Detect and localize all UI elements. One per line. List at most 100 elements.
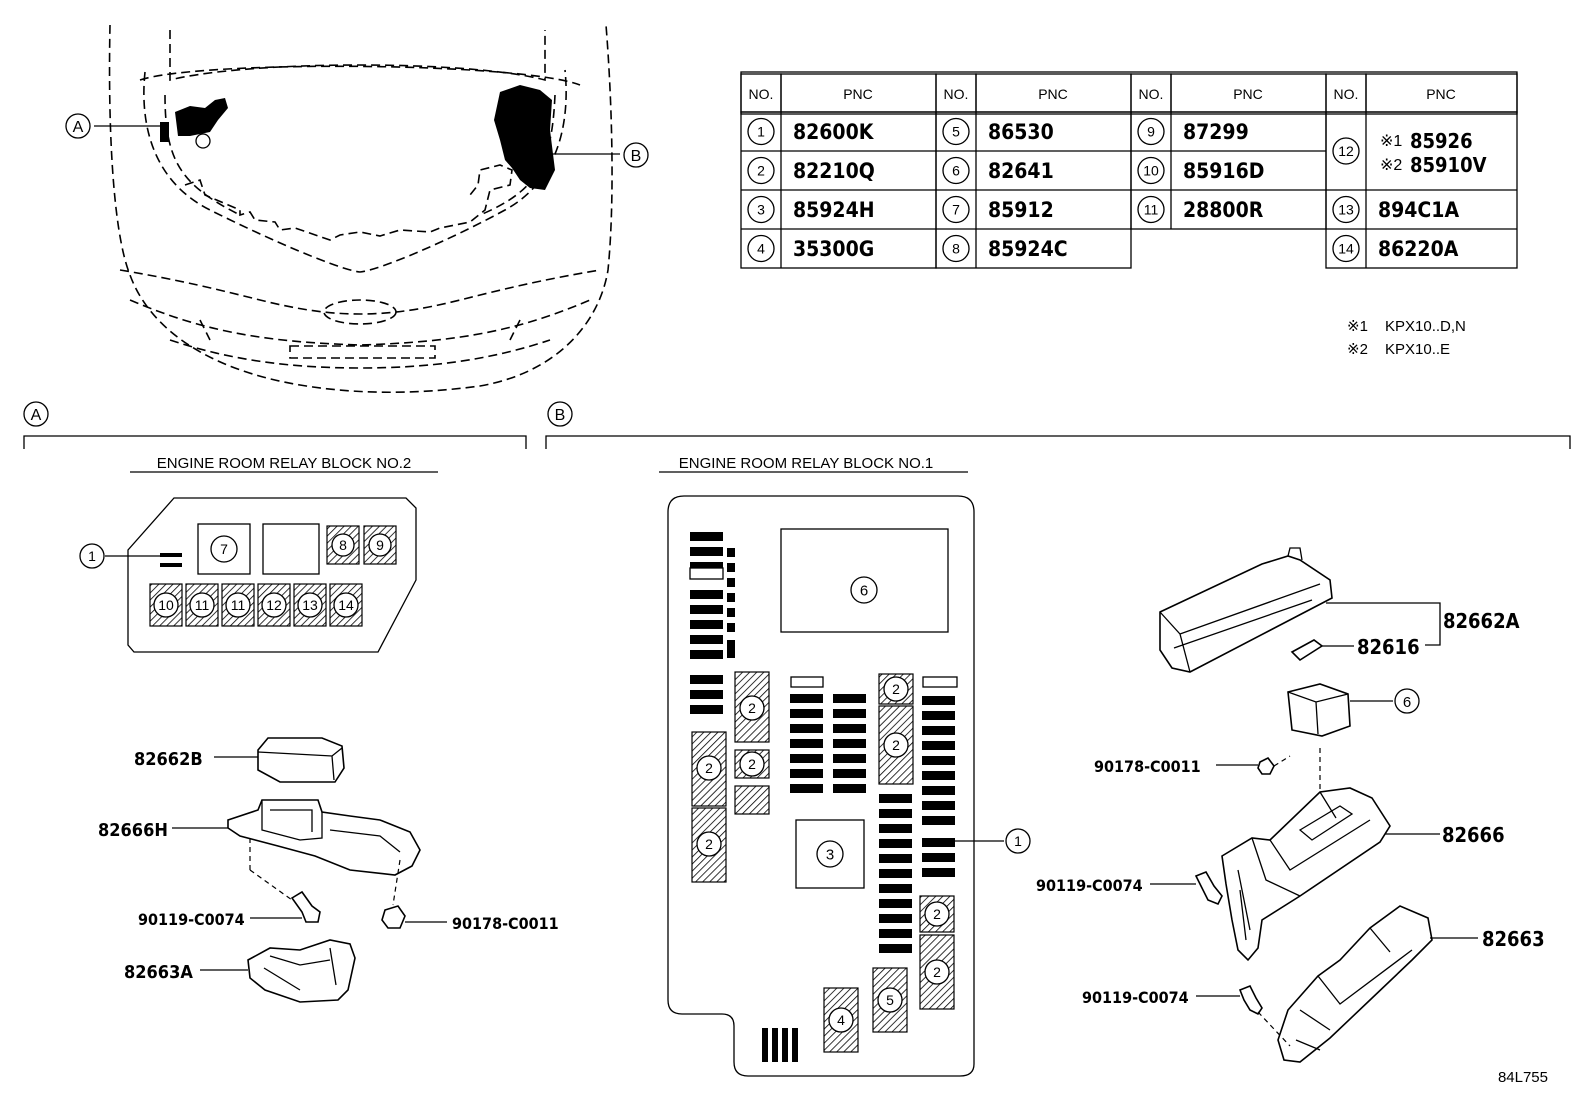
svg-text:4: 4 (837, 1012, 845, 1028)
table-no-4: 4 (747, 234, 775, 263)
svg-text:7: 7 (220, 541, 228, 557)
fuse-bar (790, 784, 823, 793)
block-a-label-11: 11 (225, 592, 251, 618)
table-no-2: 2 (747, 156, 775, 185)
svg-text:PNC: PNC (1426, 86, 1456, 102)
fuse-bar (833, 784, 866, 793)
relay-block-a-location (175, 98, 228, 136)
svg-text:ENGINE ROOM RELAY BLOCK NO.1: ENGINE ROOM RELAY BLOCK NO.1 (679, 455, 934, 472)
table-pnc-87299: 87299 (1183, 120, 1249, 144)
svg-text:2: 2 (892, 681, 900, 697)
svg-text:3: 3 (826, 846, 834, 863)
block-b-label-4: 4 (828, 1007, 854, 1033)
figure-id: 84L755 (1498, 1069, 1548, 1086)
fuse-bar (790, 694, 823, 703)
table-no-7: 7 (942, 195, 970, 224)
block-b-pointer-1: 1 (1005, 828, 1031, 854)
table-pnc-28800R: 28800R (1183, 198, 1264, 222)
table-pnc-85916D: 85916D (1183, 159, 1264, 183)
block-b-label-3: 3 (816, 840, 844, 868)
svg-text:2: 2 (748, 756, 756, 772)
table-no-9: 9 (1137, 117, 1165, 146)
fuse-bar (879, 809, 912, 818)
svg-text:NO.: NO. (1139, 86, 1164, 102)
svg-text:KPX10..D,N: KPX10..D,N (1385, 318, 1466, 335)
table-col-2: NO. PNC (935, 73, 1132, 269)
block-a-label-10: 10 (153, 592, 179, 618)
fuse-bar (922, 868, 955, 877)
block-b-label-2-4: 2 (883, 676, 909, 702)
table-pnc-85910V: 85910V (1410, 153, 1487, 177)
svg-text:10: 10 (158, 597, 174, 613)
table-col-3: NO. PNC (1130, 73, 1327, 230)
svg-text:9: 9 (1147, 124, 1155, 140)
fuse-bar (727, 548, 735, 557)
svg-text:1: 1 (88, 548, 96, 564)
part-82666: 82666 (1442, 823, 1505, 847)
section-b-header: B ENGINE ROOM RELAY BLOCK NO.1 (545, 401, 1571, 473)
table-pnc-82641: 82641 (988, 159, 1054, 183)
fuse-bar (690, 605, 723, 614)
fuse-bar (922, 726, 955, 735)
fuse-bar (922, 801, 955, 810)
svg-text:3: 3 (757, 202, 765, 218)
fuse-bar (727, 593, 735, 602)
fuse-bar (727, 623, 735, 632)
callout-b: B (623, 142, 649, 168)
block-a-label-13: 13 (297, 592, 323, 618)
svg-text:NO.: NO. (749, 86, 774, 102)
table-pnc-85926: 85926 (1410, 129, 1473, 153)
fuse-bar (922, 771, 955, 780)
fuse-bar (690, 620, 723, 629)
svg-text:※2: ※2 (1347, 341, 1368, 358)
slot-empty (262, 523, 320, 575)
fuse-bar (690, 562, 723, 571)
svg-text:B: B (555, 407, 566, 424)
fuse-bar (690, 650, 723, 659)
svg-text:※1: ※1 (1347, 318, 1368, 335)
block-a-label-9: 9 (368, 533, 392, 557)
table-no-14: 14 (1332, 234, 1360, 263)
fuse-bar (833, 754, 866, 763)
svg-text:PNC: PNC (843, 86, 873, 102)
fuse-bar (922, 786, 955, 795)
svg-text:NO.: NO. (1334, 86, 1359, 102)
footnotes: ※1 KPX10..D,N ※2 KPX10..E (1347, 318, 1466, 358)
fuse-bar (879, 929, 912, 938)
pnc-table: NO. PNC NO. PNC NO. PNC (740, 71, 1518, 269)
block-b-label-2-6: 2 (924, 901, 950, 927)
part-82662A: 82662A (1443, 609, 1520, 633)
table-no-6: 6 (942, 156, 970, 185)
fuse-bar (790, 724, 823, 733)
table-pnc-85912: 85912 (988, 198, 1054, 222)
table-pnc-82210Q: 82210Q (793, 159, 875, 183)
relay-block-b-location (494, 85, 555, 190)
svg-text:5: 5 (886, 992, 894, 1008)
fuse-bar (922, 756, 955, 765)
svg-text:8: 8 (952, 241, 960, 257)
part-82663: 82663 (1482, 927, 1545, 951)
block-b-label-2-5: 2 (883, 732, 909, 758)
table-no-8: 8 (942, 234, 970, 263)
part-90119-C0074-c: 90119-C0074 (1082, 988, 1189, 1007)
svg-text:5: 5 (952, 124, 960, 140)
fuse-bar (922, 696, 955, 705)
block-a-label-12: 12 (261, 592, 287, 618)
part-82616: 82616 (1357, 635, 1420, 659)
svg-text:6: 6 (1403, 694, 1411, 711)
table-no-13: 13 (1332, 195, 1360, 224)
fuse-bar (922, 853, 955, 862)
svg-text:12: 12 (1338, 143, 1354, 159)
table-pnc-86530: 86530 (988, 120, 1054, 144)
svg-text:11: 11 (1144, 202, 1159, 218)
block-a-pointer-1: 1 (79, 543, 105, 569)
fuse-bar (879, 914, 912, 923)
block-b-label-2-7: 2 (924, 959, 950, 985)
fuse-bar (879, 884, 912, 893)
fuse-bar (833, 724, 866, 733)
svg-text:6: 6 (952, 163, 960, 179)
table-pnc-86220A: 86220A (1378, 237, 1459, 261)
part-90178-C0011-b: 90178-C0011 (1094, 757, 1201, 776)
block-b-label-2-1: 2 (696, 755, 722, 781)
